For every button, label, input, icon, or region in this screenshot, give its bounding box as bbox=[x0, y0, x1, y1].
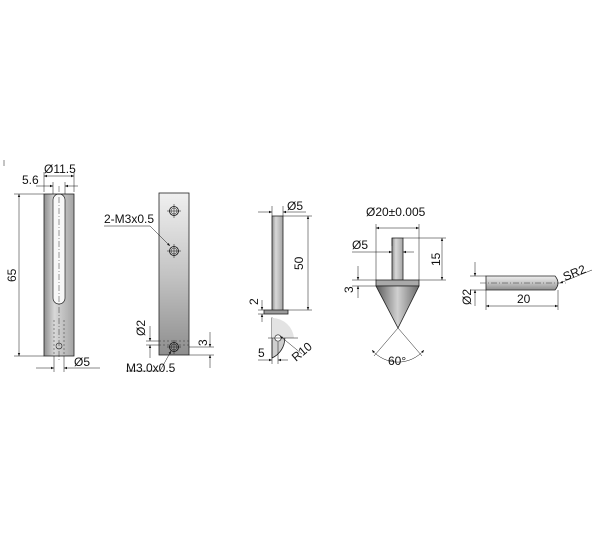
dim-bar-bottom-thread: M3.0x0.5 bbox=[126, 361, 176, 375]
part-slotted-post: Ø11.5 5.6 65 Ø5 bbox=[5, 162, 100, 372]
dim-post-length: 65 bbox=[5, 268, 19, 282]
dim-dowel-diameter: Ø2 bbox=[460, 289, 474, 305]
dim-bar-offset: 3 bbox=[196, 339, 210, 346]
dim-dowel-radius: SR2 bbox=[561, 262, 588, 284]
pin-shaft bbox=[271, 215, 284, 313]
dim-cone-collar: 3 bbox=[342, 286, 356, 293]
dim-pin-tab-width: 5 bbox=[258, 346, 265, 360]
post-bottom-hole bbox=[55, 342, 63, 350]
dim-post-bottom-hole: Ø5 bbox=[74, 355, 90, 369]
cone-collar bbox=[375, 279, 420, 287]
part-pin-with-tab: Ø5 50 2 5 R10 bbox=[247, 199, 315, 364]
part-tapped-bar: 2-M3x0.5 Ø2 3 M3.0x0.5 bbox=[104, 192, 214, 375]
dim-post-slot: 5.6 bbox=[22, 173, 39, 187]
cone-stem bbox=[391, 237, 404, 281]
bar-body bbox=[158, 192, 190, 356]
pin-tab bbox=[263, 309, 289, 315]
dim-dowel-length: 20 bbox=[517, 292, 531, 306]
dim-post-diameter: Ø11.5 bbox=[44, 162, 76, 176]
dim-cone-stem-length: 15 bbox=[429, 252, 443, 266]
dim-pin-diameter: Ø5 bbox=[287, 199, 303, 213]
dim-pin-radius: R10 bbox=[289, 339, 315, 364]
dim-cone-stem-diameter: Ø5 bbox=[352, 238, 368, 252]
dim-bar-tapped-holes: 2-M3x0.5 bbox=[104, 212, 154, 226]
dim-cone-angle: 60° bbox=[388, 354, 406, 368]
part-cone-point: Ø20±0.005 Ø5 15 3 60° bbox=[342, 205, 446, 368]
dim-cone-head-diameter: Ø20±0.005 bbox=[366, 205, 426, 219]
dim-bar-pin-hole: Ø2 bbox=[134, 320, 148, 336]
cone-tip bbox=[375, 285, 420, 329]
part-dowel-pin: Ø2 20 SR2 bbox=[460, 262, 593, 310]
dim-pin-length: 50 bbox=[292, 256, 306, 270]
dim-pin-tab-thickness: 2 bbox=[247, 298, 261, 305]
